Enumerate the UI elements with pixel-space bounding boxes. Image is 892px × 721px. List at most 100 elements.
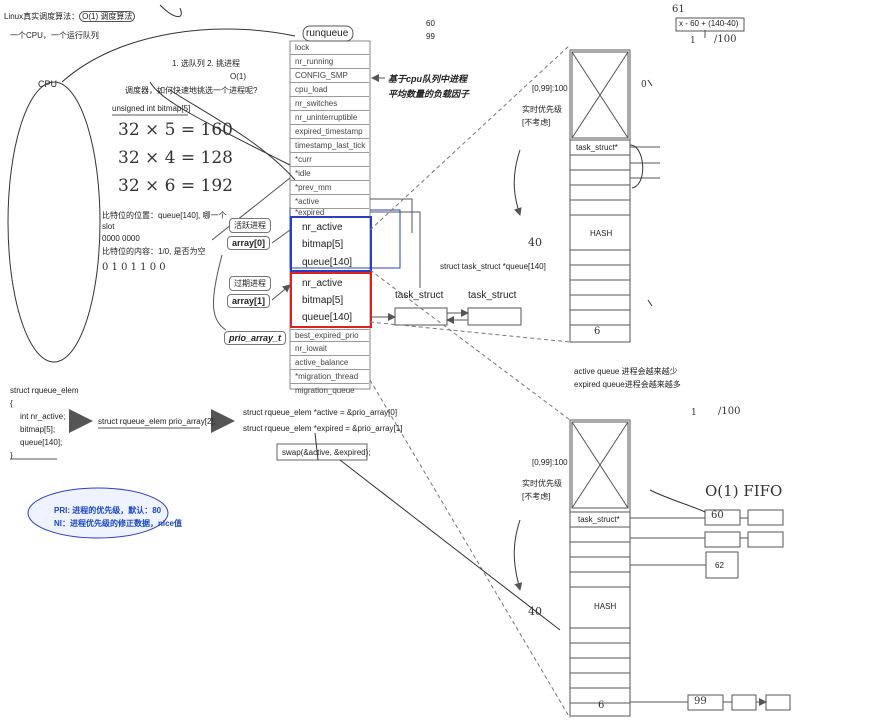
code-line: bitmap[5]; [20,425,56,434]
code-line: } [10,451,13,460]
swap-call: swap(&active, &expired); [282,448,371,457]
code-line: int nr_active; [20,412,66,421]
expired-queue-note: expired queue进程会越来越多 [574,380,681,389]
cpu-to-runqueue-curve [61,28,296,83]
upper-bottom-mark: 6 [594,326,601,337]
formula-hand-61: 61 [672,4,685,15]
active-array-box [290,216,372,272]
runqueue-table [289,40,371,390]
active-ptr-decl: struct rqueue_elem *active = &prio_array… [243,408,398,417]
task-struct-node-2 [467,307,522,326]
swap-to-table [339,459,561,631]
bitmap-decl: unsigned int bitmap[5] [112,104,191,113]
expired-nr-active: nr_active [302,278,343,289]
formula-hand-100: /100 [714,34,737,45]
scheduler-question: 调度器，如何快速地挑选一个进程呢? [125,86,258,95]
dash-line-upper-1 [369,44,571,231]
bit-zeros: 0000 0000 [102,234,140,243]
bit-pos-desc: 比特位的位置：queue[140], 哪一个 [102,211,227,220]
rq-field: CONFIG_SMP [290,70,369,83]
load-note-1: 基于cpu队列中进程 [388,74,468,84]
active-queue: queue[140] [302,257,353,268]
active-bitmap: bitmap[5] [302,239,344,250]
o1-fifo-hand: O(1) FIFO [705,482,783,500]
task-struct-decl: struct task_struct *queue[140] [440,262,546,271]
title-prefix: Linux真实调度算法： [4,12,80,21]
lower-priority-table [569,419,631,717]
number-99: 99 [426,32,435,41]
rq-tail-field: nr_iowait [290,343,369,356]
pri-note: PRI: 进程的优先级，默认：80 [54,506,162,515]
lower-range: [0,99]:100 [532,458,568,467]
rq-field: cpu_load [290,84,369,97]
formula-expr: x - 60 + (140-40) [679,19,739,28]
runqueue-title: runqueue [306,28,349,39]
calc-line-2: 32 × 4 = 128 [118,148,233,168]
upper-not-considered: [不考虑] [522,118,551,127]
number-60: 60 [426,19,435,28]
bit-content-desc: 比特位的内容：1/0, 是否为空 [102,247,206,256]
load-note-2: 平均数量的负载因子 [388,89,470,99]
prio-array-decl: struct rqueue_elem prio_array[2]; [98,417,216,426]
priority-blob [27,487,169,539]
node-f-box [765,694,791,711]
rq-field: nr_switches [290,98,369,111]
rq-tail-field: migration_queue [295,386,355,395]
rq-field: *active [290,196,369,209]
task-struct-label-2: task_struct [468,290,517,301]
top-left-scribble [159,4,182,18]
prio-array-type-label: prio_array_t [224,331,287,345]
lower-node-62: 62 [715,561,724,570]
rq-field: *idle [290,168,369,181]
rq-field: timestamp_last_tick [290,140,369,153]
lower-down-arrow [513,519,523,591]
runqueue-title-oval [302,25,354,42]
upper-hash: HASH [590,229,613,238]
title-algo: O(1) 调度算法 [79,11,136,22]
upper-range: [0,99]:100 [532,84,568,93]
task-struct-label-1: task_struct [395,290,444,301]
expired-tag: 过期进程 [229,276,271,291]
rq-field: *prev_mm [290,182,369,195]
cpu-ellipse [7,81,101,363]
steps-text: 1. 选队列 2. 挑进程 [172,59,241,68]
lower-hash: HASH [594,602,617,611]
rq-tail-field: *migration_thread [290,371,369,384]
cpu-note: 一个CPU，一个运行队列 [10,31,99,40]
rq-tail-field: best_expired_prio [290,329,369,342]
lower-realtime: 实时优先级 [522,479,562,488]
active-array-label: array[0] [227,236,271,250]
page-title: Linux真实调度算法：O(1) 调度算法 [4,11,136,22]
rq-field: *expired [295,208,325,217]
code-line: queue[140]; [20,438,63,447]
rq-field: nr_uninterruptible [290,112,369,125]
expired-array-label: array[1] [227,294,271,308]
upper-down-arrow [513,149,522,216]
node-c-box [704,531,741,548]
active-ptr-line [370,198,413,233]
lower-hand-100: /100 [718,406,741,417]
blue-group-bracket [289,207,401,269]
upper-top-mark: 0 [641,80,647,90]
lower-task-label: task_struct* [578,515,620,524]
upper-realtime: 实时优先级 [522,105,562,114]
expired-queue: queue[140] [302,312,353,323]
node-62-box [705,551,739,579]
upper-priority-table [569,49,660,343]
rq-field: expired_timestamp [290,126,369,139]
calc-line-1: 32 × 5 = 160 [118,120,233,140]
lower-bottom-mark: 6 [598,700,605,711]
ni-note: NI：进程优先级的修正数据，nice值 [54,519,183,528]
rq-tail-field: active_balance [290,357,369,370]
formula-hand-one: 1 [690,36,696,46]
o1-text: O(1) [230,72,246,81]
lower-not-considered: [不考虑] [522,492,551,501]
code-line: struct rqueue_elem [10,386,79,395]
upper-task-label: task_struct* [576,143,618,152]
dash-line-lower-2 [369,379,571,719]
expired-ptr-decl: struct rqueue_elem *expired = &prio_arra… [243,424,403,433]
struct-def: struct rqueue_elem { int nr_active; bitm… [10,384,78,462]
rq-field: lock [290,42,369,55]
hand-bits: 0 1 0 1 1 0 0 [102,262,166,273]
